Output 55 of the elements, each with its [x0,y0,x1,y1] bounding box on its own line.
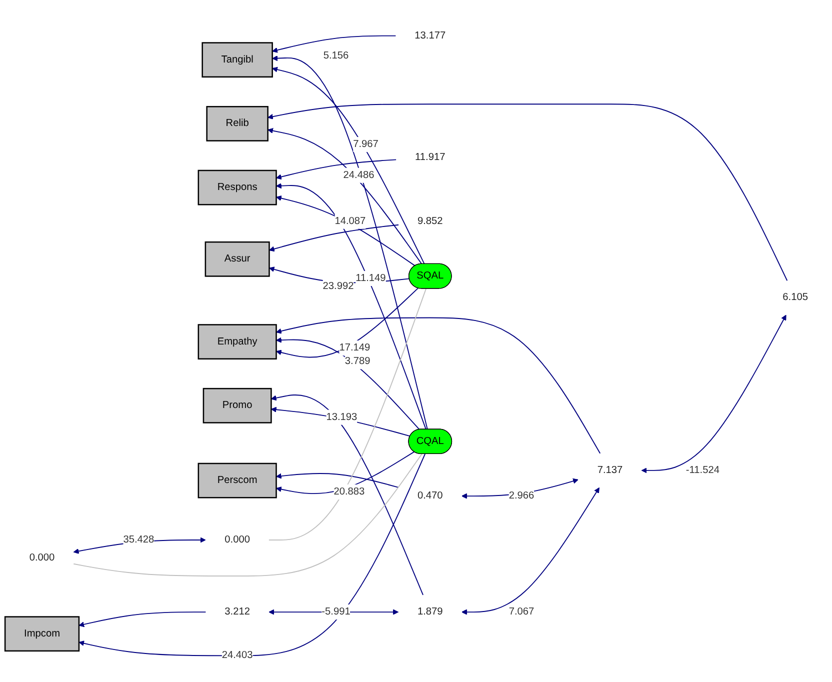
arrow [268,128,422,265]
edge-label: -11.524 [686,464,720,476]
node-box [202,42,273,78]
node-text: 1.879 [417,606,443,618]
arrow [641,314,786,474]
arrow [268,104,788,282]
arrow [276,183,426,430]
edge-label: 35.428 [123,534,154,546]
arrow [276,337,420,430]
arrow [78,612,206,628]
edge-label: 20.883 [334,486,365,498]
node-text: 7.137 [597,464,623,476]
edge-label: 23.992 [322,280,354,292]
arrow [272,56,428,430]
edge-label: 3.789 [344,356,370,367]
edge-label: 7.067 [508,606,534,618]
edge-label: 24.486 [343,170,374,180]
node-box [204,241,270,277]
edge-label: 2.966 [508,490,534,502]
node-text: 0.000 [224,534,250,546]
node-text: 11.917 [415,152,446,163]
edge-label: 7.967 [353,138,378,150]
edge-label: 13.193 [326,412,358,422]
edge-label: -5.991 [322,606,350,618]
node-text: 0.000 [29,552,55,564]
arrow [270,406,411,437]
arrow [78,454,426,656]
edge-label: 14.087 [334,216,366,226]
arrow [272,66,425,265]
node-box [206,106,268,142]
arrow [276,288,419,358]
edge-label: 5.156 [323,50,349,62]
arrow [462,487,600,615]
arrow [272,35,396,53]
edge-label: 17.149 [339,342,370,354]
node-box [202,388,272,424]
edge-label: 11.149 [356,272,386,284]
node-text: 0.470 [417,490,443,502]
edge-label: 24.403 [222,650,253,661]
arrow [268,224,399,252]
arrow [270,394,424,596]
node-box [198,462,277,498]
node-text: 13.177 [414,30,446,41]
node-box [198,170,277,206]
arrow [276,317,601,454]
arrow [276,473,399,488]
node-box [198,324,277,360]
arrow [276,159,397,180]
arrow [276,451,415,494]
node-box [4,616,80,652]
node-text: 3.212 [224,606,250,618]
arrow [276,196,416,266]
connector [268,288,427,540]
node-text: 6.105 [782,292,808,303]
node-text: 9.852 [417,216,443,226]
